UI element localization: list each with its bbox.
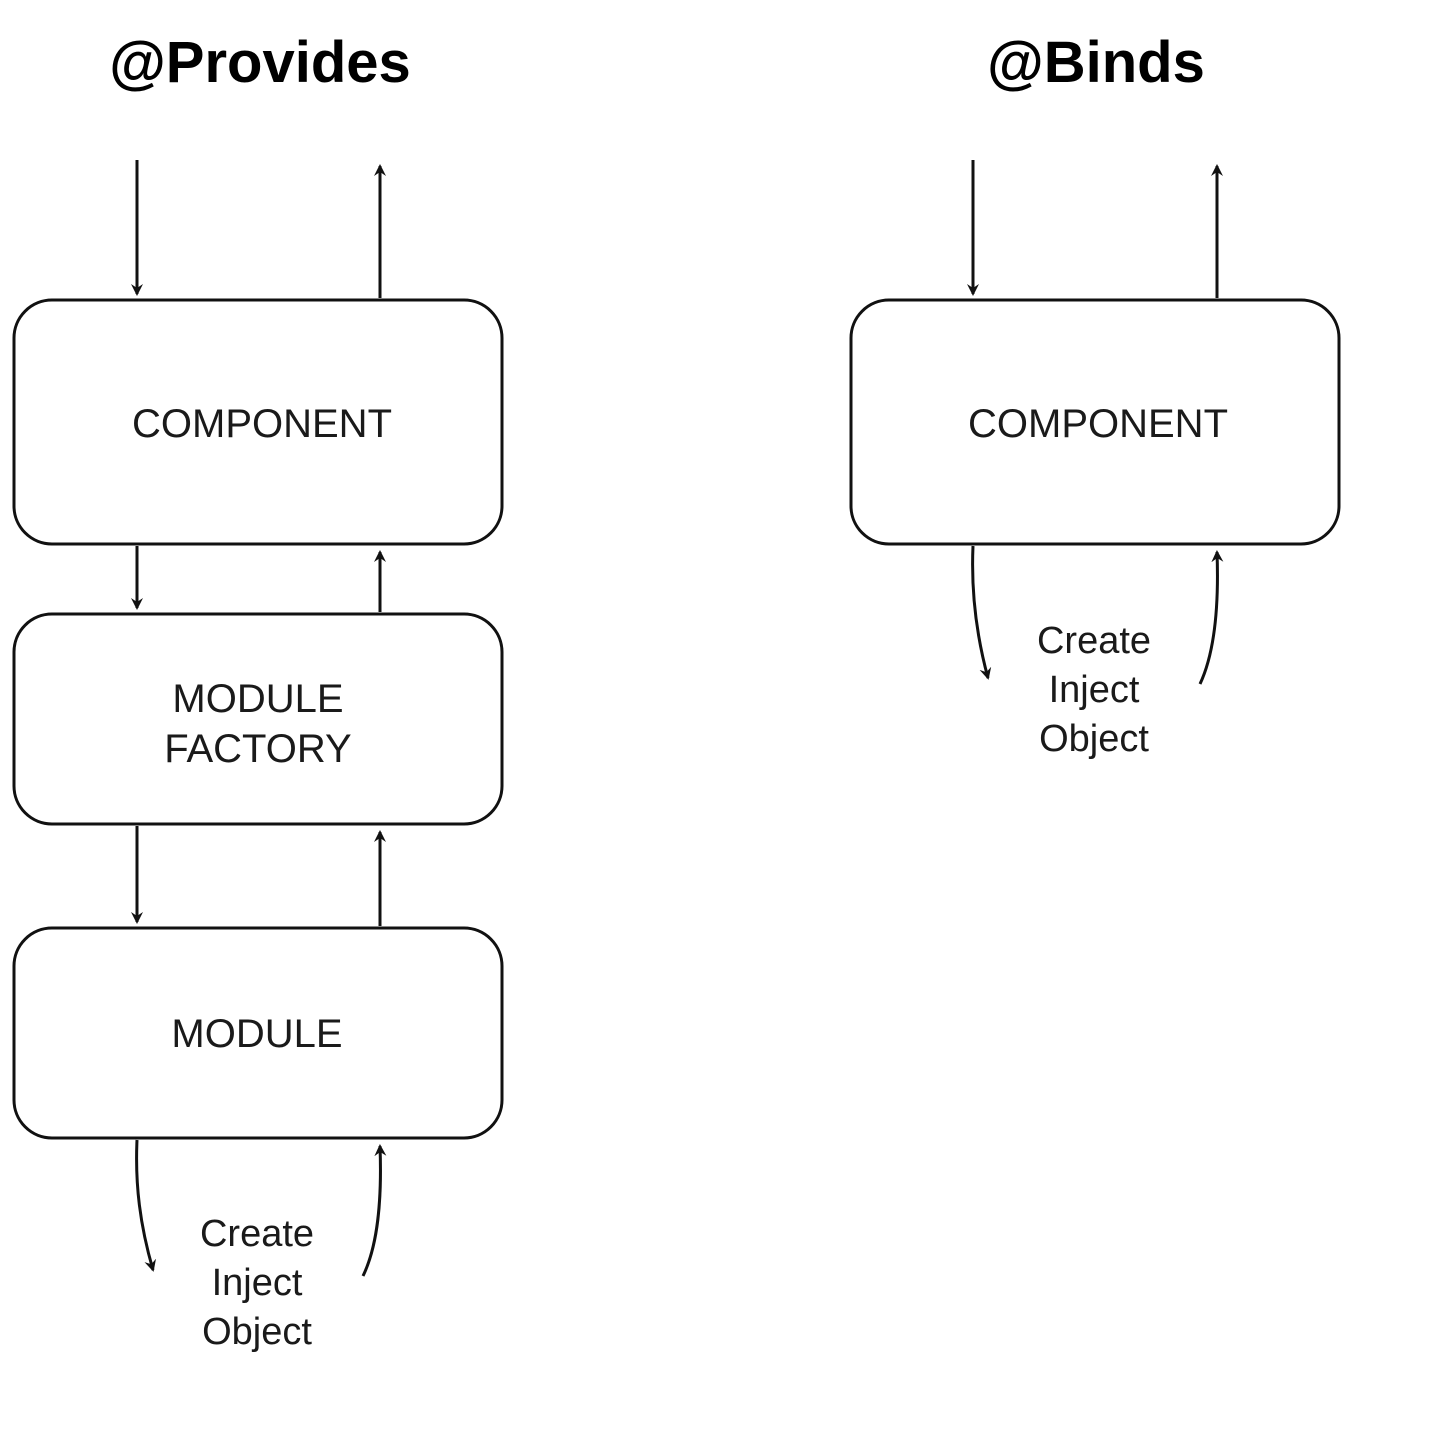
- binds-note-line1: Create: [1037, 620, 1151, 662]
- binds-inject-curve-arrow: [1198, 550, 1224, 685]
- provides-module-box: MODULE: [12, 926, 504, 1140]
- provides-note-line1: Create: [200, 1213, 314, 1255]
- binds-note-line2: Inject: [1049, 669, 1140, 711]
- binds-title: @Binds: [987, 30, 1205, 95]
- provides-module-factory-box: MODULE FACTORY: [12, 612, 504, 826]
- provides-module-label: MODULE: [171, 1012, 342, 1056]
- provides-create-curve-arrow: [135, 1139, 156, 1272]
- binds-create-curve-arrow: [971, 545, 992, 680]
- provides-note-line3: Object: [202, 1311, 312, 1353]
- provides-inject-curve-arrow: [361, 1144, 387, 1277]
- provides-note-line2: Inject: [212, 1262, 303, 1304]
- provides-factory-label-line2: FACTORY: [164, 727, 351, 771]
- provides-component-label: COMPONENT: [132, 402, 392, 446]
- provides-factory-label-line1: MODULE: [172, 677, 343, 721]
- provides-title: @Provides: [109, 30, 411, 95]
- binds-column: @Binds COMPONENT Create Inject Object: [849, 30, 1341, 760]
- binds-note-line3: Object: [1039, 718, 1149, 760]
- provides-component-box: COMPONENT: [12, 298, 504, 546]
- provides-column: @Provides COMPONENT MODULE FACTORY MODUL…: [12, 30, 504, 1353]
- binds-component-label: COMPONENT: [968, 402, 1228, 446]
- binds-component-box: COMPONENT: [849, 298, 1341, 546]
